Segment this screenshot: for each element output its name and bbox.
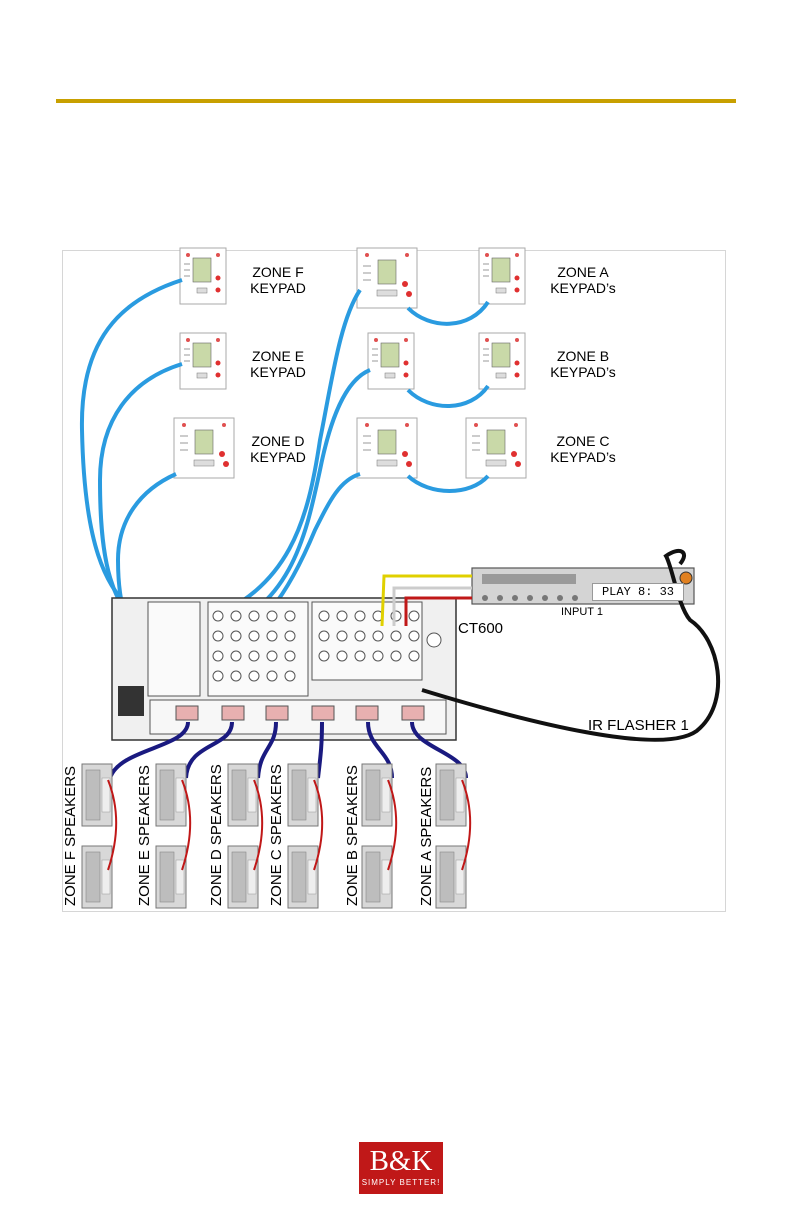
ct600-display: PLAY 8: 33	[592, 583, 684, 601]
zone-e-speaker-top	[156, 764, 186, 826]
zone-d-speakers-label: ZONE D SPEAKERS	[208, 764, 225, 906]
zone-b-keypad-1	[368, 333, 414, 389]
zone-c-keypad-label: ZONE C KEYPAD’s	[538, 433, 628, 465]
ct600-input-label: INPUT 1	[561, 606, 603, 618]
zone-a-keypad-1	[357, 248, 417, 308]
zone-e-keypad-label: ZONE E KEYPAD	[238, 348, 318, 380]
zone-c-speakers-label: ZONE C SPEAKERS	[268, 764, 285, 906]
zone-d-speaker-top	[228, 764, 258, 826]
zone-b-speaker-bottom	[362, 846, 392, 908]
zone-f-speaker-bottom	[82, 846, 112, 908]
zone-e-speakers-label: ZONE E SPEAKERS	[136, 765, 153, 906]
zone-b-speaker-top	[362, 764, 392, 826]
zone-d-keypad	[174, 418, 234, 478]
zone-b-keypad-label: ZONE B KEYPAD’s	[538, 348, 628, 380]
zone-c-label-line2: KEYPAD’s	[538, 449, 628, 465]
zone-f-keypad	[180, 248, 226, 304]
zone-a-speakers-label: ZONE A SPEAKERS	[418, 767, 435, 906]
zone-e-speaker-bottom	[156, 846, 186, 908]
zone-c-speaker-bottom	[288, 846, 318, 908]
zone-f-label-line2: KEYPAD	[238, 280, 318, 296]
zone-b-keypad-2	[479, 333, 525, 389]
zone-f-keypad-label: ZONE F KEYPAD	[238, 264, 318, 296]
zone-e-label-line1: ZONE E	[238, 348, 318, 364]
bk-logo: B&K SIMPLY BETTER!	[359, 1142, 443, 1194]
zone-b-speakers-label: ZONE B SPEAKERS	[344, 765, 361, 906]
zone-a-keypad-label: ZONE A KEYPAD’s	[538, 264, 628, 296]
ct600-label: CT600	[458, 621, 518, 637]
zone-f-speaker-top	[82, 764, 112, 826]
zone-a-label-line2: KEYPAD’s	[538, 280, 628, 296]
zone-a-label-line1: ZONE A	[538, 264, 628, 280]
zone-c-speaker-top	[288, 764, 318, 826]
zone-d-label-line2: KEYPAD	[238, 449, 318, 465]
zone-c-keypad-1	[357, 418, 417, 478]
zone-e-label-line2: KEYPAD	[238, 364, 318, 380]
zone-b-label-line1: ZONE B	[538, 348, 628, 364]
zone-f-label-line1: ZONE F	[238, 264, 318, 280]
zone-b-label-line2: KEYPAD’s	[538, 364, 628, 380]
zone-a-keypad-2	[479, 248, 525, 304]
zone-d-speaker-bottom	[228, 846, 258, 908]
zone-c-label-line1: ZONE C	[538, 433, 628, 449]
zone-a-speaker-bottom	[436, 846, 466, 908]
zone-d-label-line1: ZONE D	[238, 433, 318, 449]
zone-f-speakers-label: ZONE F SPEAKERS	[62, 766, 79, 906]
zone-c-keypad-2	[466, 418, 526, 478]
zone-d-keypad-label: ZONE D KEYPAD	[238, 433, 318, 465]
zone-a-speaker-top	[436, 764, 466, 826]
logo-brand: B&K	[359, 1144, 443, 1178]
logo-tagline: SIMPLY BETTER!	[359, 1178, 443, 1187]
ir-flasher-label: IR FLASHER 1	[588, 718, 698, 734]
zone-e-keypad	[180, 333, 226, 389]
